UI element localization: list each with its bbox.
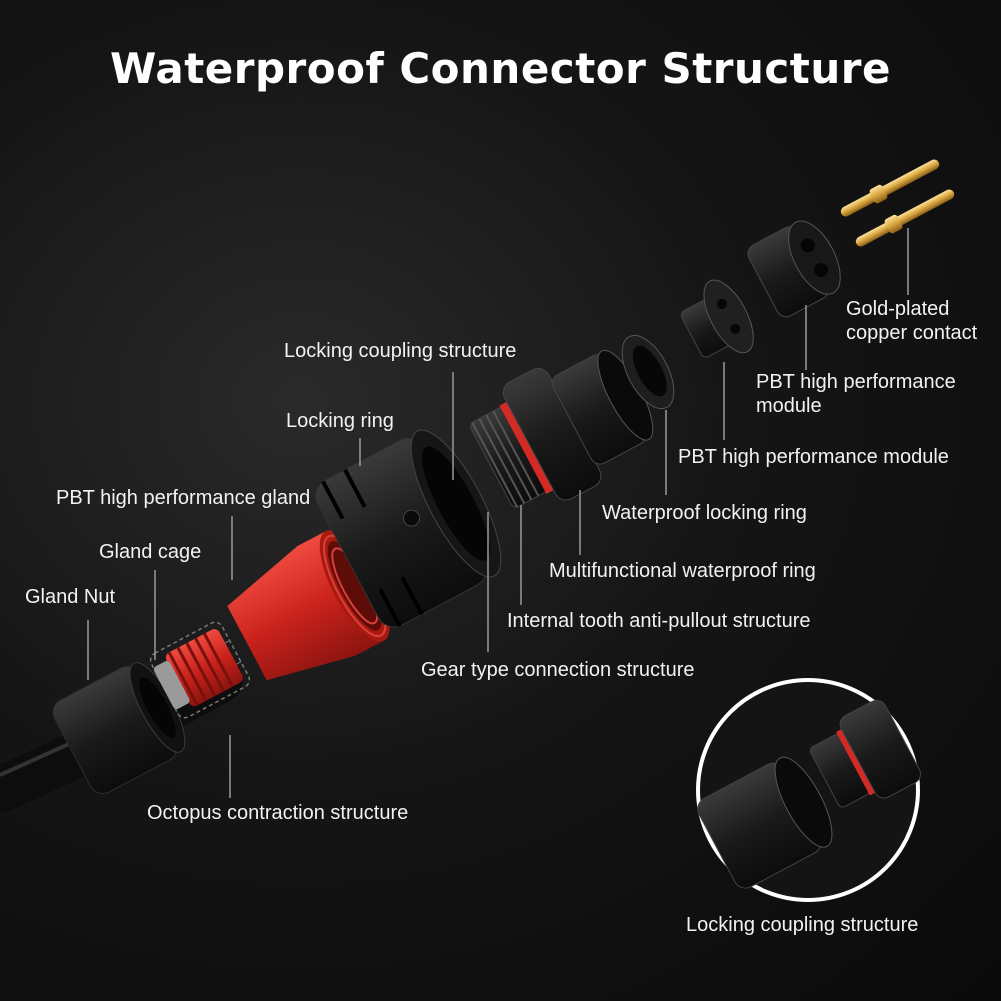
leader-lines [87, 228, 909, 798]
pbt-module-small-part [747, 220, 841, 318]
label-waterproof-locking-ring: Waterproof locking ring [602, 502, 807, 524]
waterproof-locking-ring-part [621, 334, 675, 410]
page-title: Waterproof Connector Structure [110, 44, 891, 93]
label-internal-tooth: Internal tooth anti-pullout structure [507, 610, 811, 632]
label-pbt-module-small: PBT high performance module [756, 370, 956, 418]
pbt-gland-part [227, 530, 390, 681]
label-multifunctional-ring: Multifunctional waterproof ring [549, 560, 816, 582]
label-gear-type: Gear type connection structure [421, 659, 695, 681]
label-octopus: Octopus contraction structure [147, 802, 409, 824]
label-locking-ring: Locking ring [286, 410, 394, 432]
label-locking-coupling-structure: Locking coupling structure [284, 340, 517, 362]
label-gold-contact-line2: copper contact [846, 322, 978, 344]
locking-ring-part [315, 429, 502, 628]
label-gland-cage: Gland cage [99, 541, 202, 563]
octopus-part [153, 629, 243, 710]
label-gold-contact-line1: Gold-plated [846, 298, 950, 320]
label-pbt-module-small-line2: module [756, 395, 822, 417]
label-pbt-module: PBT high performance module [678, 446, 949, 468]
pbt-module-part [680, 279, 754, 358]
label-pbt-module-small-line1: PBT high performance [756, 371, 956, 393]
inset-detail [696, 678, 921, 902]
label-inset-caption: Locking coupling structure [686, 914, 919, 936]
gland-nut-part [52, 662, 186, 795]
gold-contact-part [840, 159, 955, 247]
label-pbt-gland: PBT high performance gland [56, 487, 311, 509]
label-gland-nut: Gland Nut [25, 586, 116, 608]
receptacle-part [470, 349, 654, 508]
label-gold-contact: Gold-plated copper contact [846, 297, 977, 345]
